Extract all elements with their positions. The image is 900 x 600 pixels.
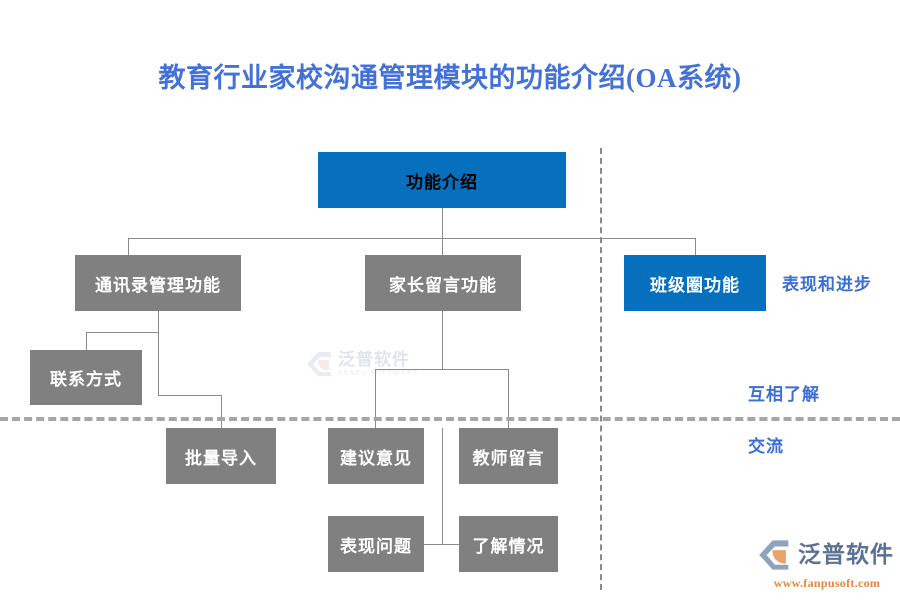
connector-drop-teachermsg xyxy=(508,369,509,429)
brand-logo-row: 泛普软件 xyxy=(756,538,898,572)
brand-logo-cn-text: 泛普软件 xyxy=(798,542,894,567)
node-understand[interactable]: 了解情况 xyxy=(459,516,558,572)
connector-contacts-bus-left xyxy=(86,332,159,333)
node-contactway[interactable]: 联系方式 xyxy=(30,350,142,405)
connector-stub-understand xyxy=(442,544,460,545)
watermark-en-text: FANPU SOFTWARE xyxy=(338,368,419,377)
connector-contacts-stem xyxy=(158,311,159,332)
page-title: 教育行业家校沟通管理模块的功能介绍(OA系统) xyxy=(158,63,742,93)
watermark-cn-text: 泛普软件 xyxy=(338,350,410,370)
connector-level1-bus xyxy=(128,238,695,239)
dashed-divider-horizontal xyxy=(0,417,900,421)
connector-drop-contactway xyxy=(86,332,87,351)
connector-drop-classcircle xyxy=(695,238,696,256)
connector-drop-batchimport xyxy=(221,395,222,429)
node-batchimport[interactable]: 批量导入 xyxy=(166,428,276,484)
connector-drop-contacts xyxy=(128,238,129,256)
connector-parentmsg-bus xyxy=(375,369,509,370)
watermark-logo: 泛普软件 FANPU SOFTWARE xyxy=(305,344,433,384)
side-label-progress: 表现和进步 xyxy=(782,275,872,294)
connector-parentmsg-stem xyxy=(442,311,443,370)
node-root[interactable]: 功能介绍 xyxy=(318,152,566,208)
node-classcircle[interactable]: 班级圈功能 xyxy=(624,255,766,311)
brand-logo-url-text: www.fanpusoft.com xyxy=(773,575,881,590)
side-label-mutual: 互相了解 xyxy=(748,385,820,404)
node-contacts[interactable]: 通讯录管理功能 xyxy=(75,255,241,311)
connector-stub-problem xyxy=(424,544,442,545)
node-problem[interactable]: 表现问题 xyxy=(328,516,424,572)
connector-drop-suggestion xyxy=(375,369,376,429)
fanpu-mark-icon xyxy=(307,352,331,376)
brand-logo: 泛普软件 www.fanpusoft.com xyxy=(756,538,898,590)
node-teachermsg[interactable]: 教师留言 xyxy=(459,428,558,484)
connector-drop-parentmsg xyxy=(442,238,443,256)
node-parentmsg[interactable]: 家长留言功能 xyxy=(365,255,521,311)
side-label-communicate: 交流 xyxy=(748,437,784,456)
dashed-divider-vertical xyxy=(600,148,602,590)
connector-contacts-bus-right xyxy=(158,395,222,396)
connector-contacts-stem2 xyxy=(158,332,159,395)
connector-root-stem xyxy=(442,208,443,239)
connector-bottom-stem xyxy=(442,428,443,544)
fanpu-logo-icon xyxy=(759,539,789,570)
node-suggestion[interactable]: 建议意见 xyxy=(328,428,424,484)
